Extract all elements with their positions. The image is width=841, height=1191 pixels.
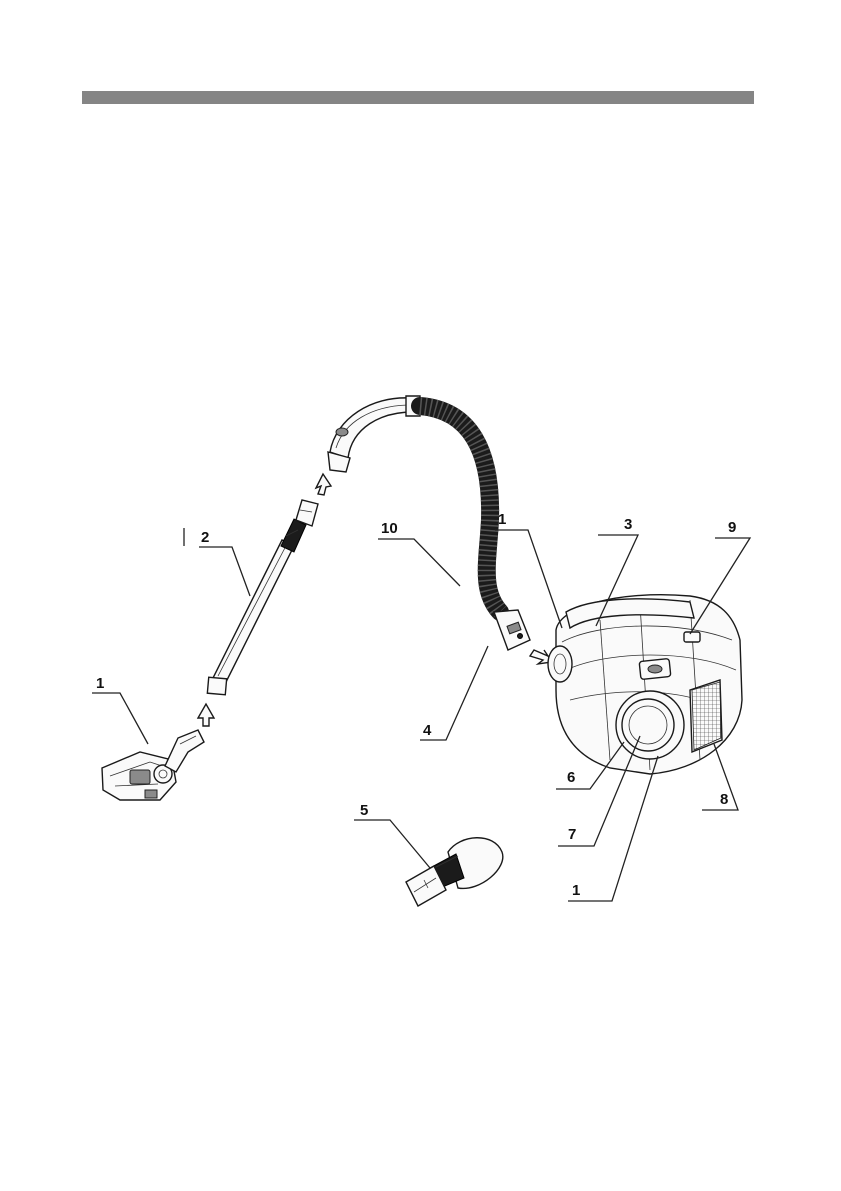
callout-carry-handle-label: 1 bbox=[498, 511, 506, 528]
callout-outlet-filter-label: 8 bbox=[720, 791, 728, 808]
callout-power-button-label: 3 bbox=[624, 516, 632, 533]
arrow-up-icon bbox=[198, 704, 214, 726]
callout-body-bottom-label: 1 bbox=[572, 882, 580, 899]
callout-hose-inlet-label: 4 bbox=[423, 722, 432, 739]
telescopic-tube bbox=[207, 500, 318, 695]
callout-tube-label: 2 bbox=[201, 529, 209, 546]
vacuum-body bbox=[548, 595, 742, 774]
callout-crevice-tool-label: 5 bbox=[360, 802, 368, 819]
hose-connector bbox=[494, 610, 530, 650]
floor-nozzle bbox=[102, 730, 204, 800]
hose-handle bbox=[328, 396, 420, 472]
callout-wheel-label: 6 bbox=[567, 769, 575, 786]
callout-floor-nozzle-label: 1 bbox=[96, 675, 104, 692]
callout-wheel-cover-label: 7 bbox=[568, 826, 576, 843]
crevice-tool bbox=[406, 838, 503, 906]
callout-dust-container-label: 9 bbox=[728, 519, 736, 536]
arrow-up-icon bbox=[316, 474, 331, 495]
callout-hose-handle-label: 10 bbox=[381, 520, 398, 537]
